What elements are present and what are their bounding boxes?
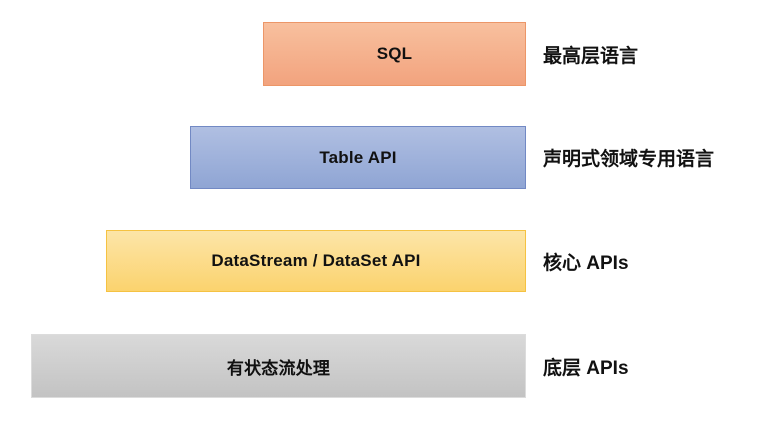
- layer-box-table-api: Table API: [190, 126, 526, 189]
- layer-annotation-core-apis: 核心 APIs: [543, 252, 629, 274]
- layer-label-stateful-stream-processing: 有状态流处理: [226, 358, 331, 378]
- layer-annotation-low-level-apis: 底层 APIs: [543, 357, 629, 379]
- layer-label-datastream-dataset-api: DataStream / DataSet API: [211, 251, 421, 270]
- layer-annotation-declarative-dsl: 声明式领域专用语言: [543, 149, 715, 170]
- layer-annotation-highest-level: 最高层语言: [543, 45, 639, 67]
- layer-label-sql: SQL: [376, 44, 413, 63]
- layer-label-table-api: Table API: [319, 147, 397, 167]
- layer-box-datastream-dataset-api: DataStream / DataSet API: [106, 230, 526, 292]
- layer-box-stateful-stream-processing: 有状态流处理: [31, 334, 526, 398]
- layer-box-sql: SQL: [263, 22, 526, 86]
